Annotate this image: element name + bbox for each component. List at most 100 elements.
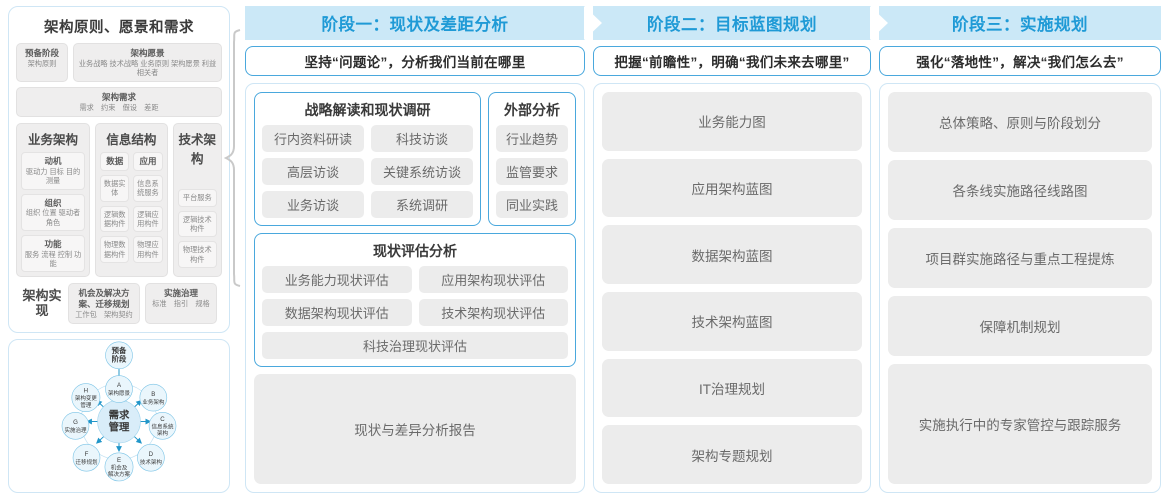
chip-item[interactable]: 科技治理现状评估 <box>262 332 568 359</box>
svg-text:解决方案: 解决方案 <box>108 470 131 478</box>
prep-phase-sub: 架构原则 <box>27 58 57 68</box>
vision-sub: 业务战略 技术战略 业务原则 架构愿景 利益相关者 <box>78 58 217 77</box>
svg-text:实施治理: 实施治理 <box>64 426 87 434</box>
external-analysis-title: 外部分析 <box>504 102 560 118</box>
strategy-research-group: 战略解读和现状调研 行内资料研读 科技访谈 高层访谈 关键系统访谈 业务访谈 系… <box>254 92 481 226</box>
chip-item[interactable]: 项目群实施路径与重点工程提炼 <box>888 228 1152 288</box>
prep-phase-box: 预备阶段 架构原则 <box>16 43 68 83</box>
svg-text:E: E <box>117 457 121 464</box>
adm-cycle-card: 需求 管理 预备 阶段 A 架构愿景 B 业务架构 C 信息系统 架构 <box>8 338 230 493</box>
chip-item[interactable]: 行内资料研读 <box>262 125 364 152</box>
svg-text:D: D <box>149 451 154 458</box>
svg-text:技术架构: 技术架构 <box>140 458 163 466</box>
svg-text:F: F <box>85 451 89 458</box>
left-column: 架构原则、愿景和需求 预备阶段 架构原则 架构愿景 业务战略 技术战略 业务原则… <box>8 6 230 493</box>
chip-item[interactable]: 科技访谈 <box>371 125 473 152</box>
togaf-domain-columns: 业务架构 动机 驱动力 目标 目的 测量 组织 组织 位置 驱动者 角色 功能 … <box>16 123 222 278</box>
chip-item[interactable]: 总体策略、原则与阶段划分 <box>888 92 1152 152</box>
phase-1-subtitle: 坚持“问题论”，分析我们当前在哪里 <box>245 46 585 76</box>
strategy-research-title: 战略解读和现状调研 <box>304 102 431 118</box>
svg-text:架构: 架构 <box>157 429 169 437</box>
adm-center-label-1: 需求 <box>109 408 130 421</box>
chevron-right-icon <box>584 6 602 40</box>
business-architecture-pane: 业务架构 动机 驱动力 目标 目的 测量 组织 组织 位置 驱动者 角色 功能 … <box>16 123 91 278</box>
chip-row: 数据架构现状评估 技术架构现状评估 <box>262 299 568 326</box>
svg-text:C: C <box>160 416 165 423</box>
brace-connector <box>224 29 241 287</box>
phase-2-banner[interactable]: 阶段二：目标蓝图规划 <box>593 6 888 40</box>
chip-item[interactable]: 关键系统访谈 <box>371 158 473 185</box>
togaf-framework-card: 架构原则、愿景和需求 预备阶段 架构原则 架构愿景 业务战略 技术战略 业务原则… <box>8 6 230 333</box>
phase-1-body: 战略解读和现状调研 行内资料研读 科技访谈 高层访谈 关键系统访谈 业务访谈 系… <box>245 83 585 493</box>
implementation-governance-box: 实施治理 标准 指引 规格 <box>145 283 217 324</box>
current-state-assessment-group: 现状评估分析 业务能力现状评估 应用架构现状评估 数据架构现状评估 技术架构现状… <box>254 233 576 367</box>
chip-item[interactable]: 各条线实施路径线路图 <box>888 160 1152 220</box>
chip-item[interactable]: 数据架构现状评估 <box>262 299 412 326</box>
svg-text:机会及: 机会及 <box>111 463 128 471</box>
technology-architecture-title: 技术架构 <box>178 133 217 167</box>
phase-3-banner[interactable]: 阶段三：实施规划 <box>879 6 1161 40</box>
chip-item[interactable]: 技术架构现状评估 <box>418 299 568 326</box>
requirements-head: 架构需求 <box>101 92 136 103</box>
svg-text:业务架构: 业务架构 <box>142 398 165 406</box>
chevron-right-icon <box>870 6 888 40</box>
chip-item[interactable]: 架构专题规划 <box>602 425 862 485</box>
information-architecture-pane: 信息结构 数据 数据实体 逻辑数据构件 物理数据构件 应用 信息系统服务 逻辑应… <box>95 123 168 278</box>
phase-3-banner-label: 阶段三：实施规划 <box>952 16 1088 34</box>
phase-2-body: 业务能力图 应用架构蓝图 数据架构蓝图 技术架构蓝图 IT治理规划 架构专题规划 <box>593 83 871 493</box>
chip-item[interactable]: 系统调研 <box>371 191 473 218</box>
chip-item[interactable]: 监管要求 <box>496 158 568 185</box>
phase-1-banner-label: 阶段一：现状及差距分析 <box>321 16 509 34</box>
phase-2: 阶段二：目标蓝图规划 把握“前瞻性”，明确“我们未来去哪里” 业务能力图 应用架… <box>593 6 888 493</box>
svg-text:预备: 预备 <box>112 346 127 355</box>
phase-2-banner-label: 阶段二：目标蓝图规划 <box>647 16 817 34</box>
phases-container: 阶段一：现状及差距分析 坚持“问题论”，分析我们当前在哪里 战略解读和现状调研 … <box>245 6 1161 493</box>
chip-item[interactable]: 应用架构现状评估 <box>418 266 568 293</box>
business-item: 组织 组织 位置 驱动者 角色 <box>21 193 86 232</box>
assessment-title: 现状评估分析 <box>373 243 457 259</box>
architecture-requirements-box: 架构需求 需求 约束 假设 差距 <box>16 87 222 118</box>
svg-text:管理: 管理 <box>80 401 92 409</box>
chip-item[interactable]: 行业趋势 <box>496 125 568 152</box>
phase-3-subtitle: 强化“落地性”，解决“我们怎么去” <box>879 46 1161 76</box>
chip-row: 高层访谈 关键系统访谈 <box>262 158 473 185</box>
opportunities-migration-box: 机会及解决方案、迁移规划 工作包 架构契约 <box>68 283 140 324</box>
togaf-title: 架构原则、愿景和需求 <box>44 20 194 36</box>
svg-text:A: A <box>117 382 122 389</box>
svg-text:G: G <box>73 419 78 426</box>
chip-item[interactable]: 同业实践 <box>496 191 568 218</box>
phase-3: 阶段三：实施规划 强化“落地性”，解决“我们怎么去” 总体策略、原则与阶段划分 … <box>879 6 1161 493</box>
chip-item[interactable]: 保障机制规划 <box>888 296 1152 356</box>
chip-item[interactable]: 业务能力现状评估 <box>262 266 412 293</box>
external-analysis-group: 外部分析 行业趋势 监管要求 同业实践 <box>488 92 576 226</box>
business-architecture-title: 业务架构 <box>28 133 79 148</box>
svg-text:B: B <box>151 391 155 398</box>
phase-2-subtitle: 把握“前瞻性”，明确“我们未来去哪里” <box>593 46 871 76</box>
svg-text:架构变更: 架构变更 <box>75 394 98 402</box>
technology-architecture-pane: 技术架构 平台服务 逻辑技术构件 物理技术构件 <box>172 123 222 278</box>
chip-item[interactable]: 应用架构蓝图 <box>602 158 862 218</box>
architecture-vision-box: 架构愿景 业务战略 技术战略 业务原则 架构愿景 利益相关者 <box>73 43 222 83</box>
chip-item[interactable]: 高层访谈 <box>262 158 364 185</box>
vision-head: 架构愿景 <box>130 48 165 58</box>
phase-2-item-stack: 业务能力图 应用架构蓝图 数据架构蓝图 技术架构蓝图 IT治理规划 架构专题规划 <box>602 92 862 485</box>
business-item: 功能 服务 流程 控制 功能 <box>21 235 86 273</box>
gap-analysis-report[interactable]: 现状与差异分析报告 <box>254 374 576 484</box>
requirements-sub: 需求 约束 假设 差距 <box>79 102 159 112</box>
chip-item[interactable]: IT治理规划 <box>602 358 862 418</box>
architecture-implementation-row: 架构实现 机会及解决方案、迁移规划 工作包 架构契约 实施治理 标准 指引 规格 <box>16 277 222 324</box>
svg-text:信息系统: 信息系统 <box>152 422 175 430</box>
adm-center-label-2: 管理 <box>109 421 130 434</box>
chip-item[interactable]: 数据架构蓝图 <box>602 225 862 285</box>
chip-row: 科技治理现状评估 <box>262 332 568 359</box>
chip-row: 业务能力现状评估 应用架构现状评估 <box>262 266 568 293</box>
chip-item[interactable]: 实施执行中的专家管控与跟踪服务 <box>888 364 1152 484</box>
phase-1-banner[interactable]: 阶段一：现状及差距分析 <box>245 6 602 40</box>
business-item: 动机 驱动力 目标 目的 测量 <box>21 152 86 190</box>
phase-3-body: 总体策略、原则与阶段划分 各条线实施路径线路图 项目群实施路径与重点工程提炼 保… <box>879 83 1161 493</box>
chip-item[interactable]: 技术架构蓝图 <box>602 292 862 351</box>
chip-item[interactable]: 业务能力图 <box>602 92 862 151</box>
chip-item[interactable]: 业务访谈 <box>262 191 364 218</box>
phase-1: 阶段一：现状及差距分析 坚持“问题论”，分析我们当前在哪里 战略解读和现状调研 … <box>245 6 602 493</box>
